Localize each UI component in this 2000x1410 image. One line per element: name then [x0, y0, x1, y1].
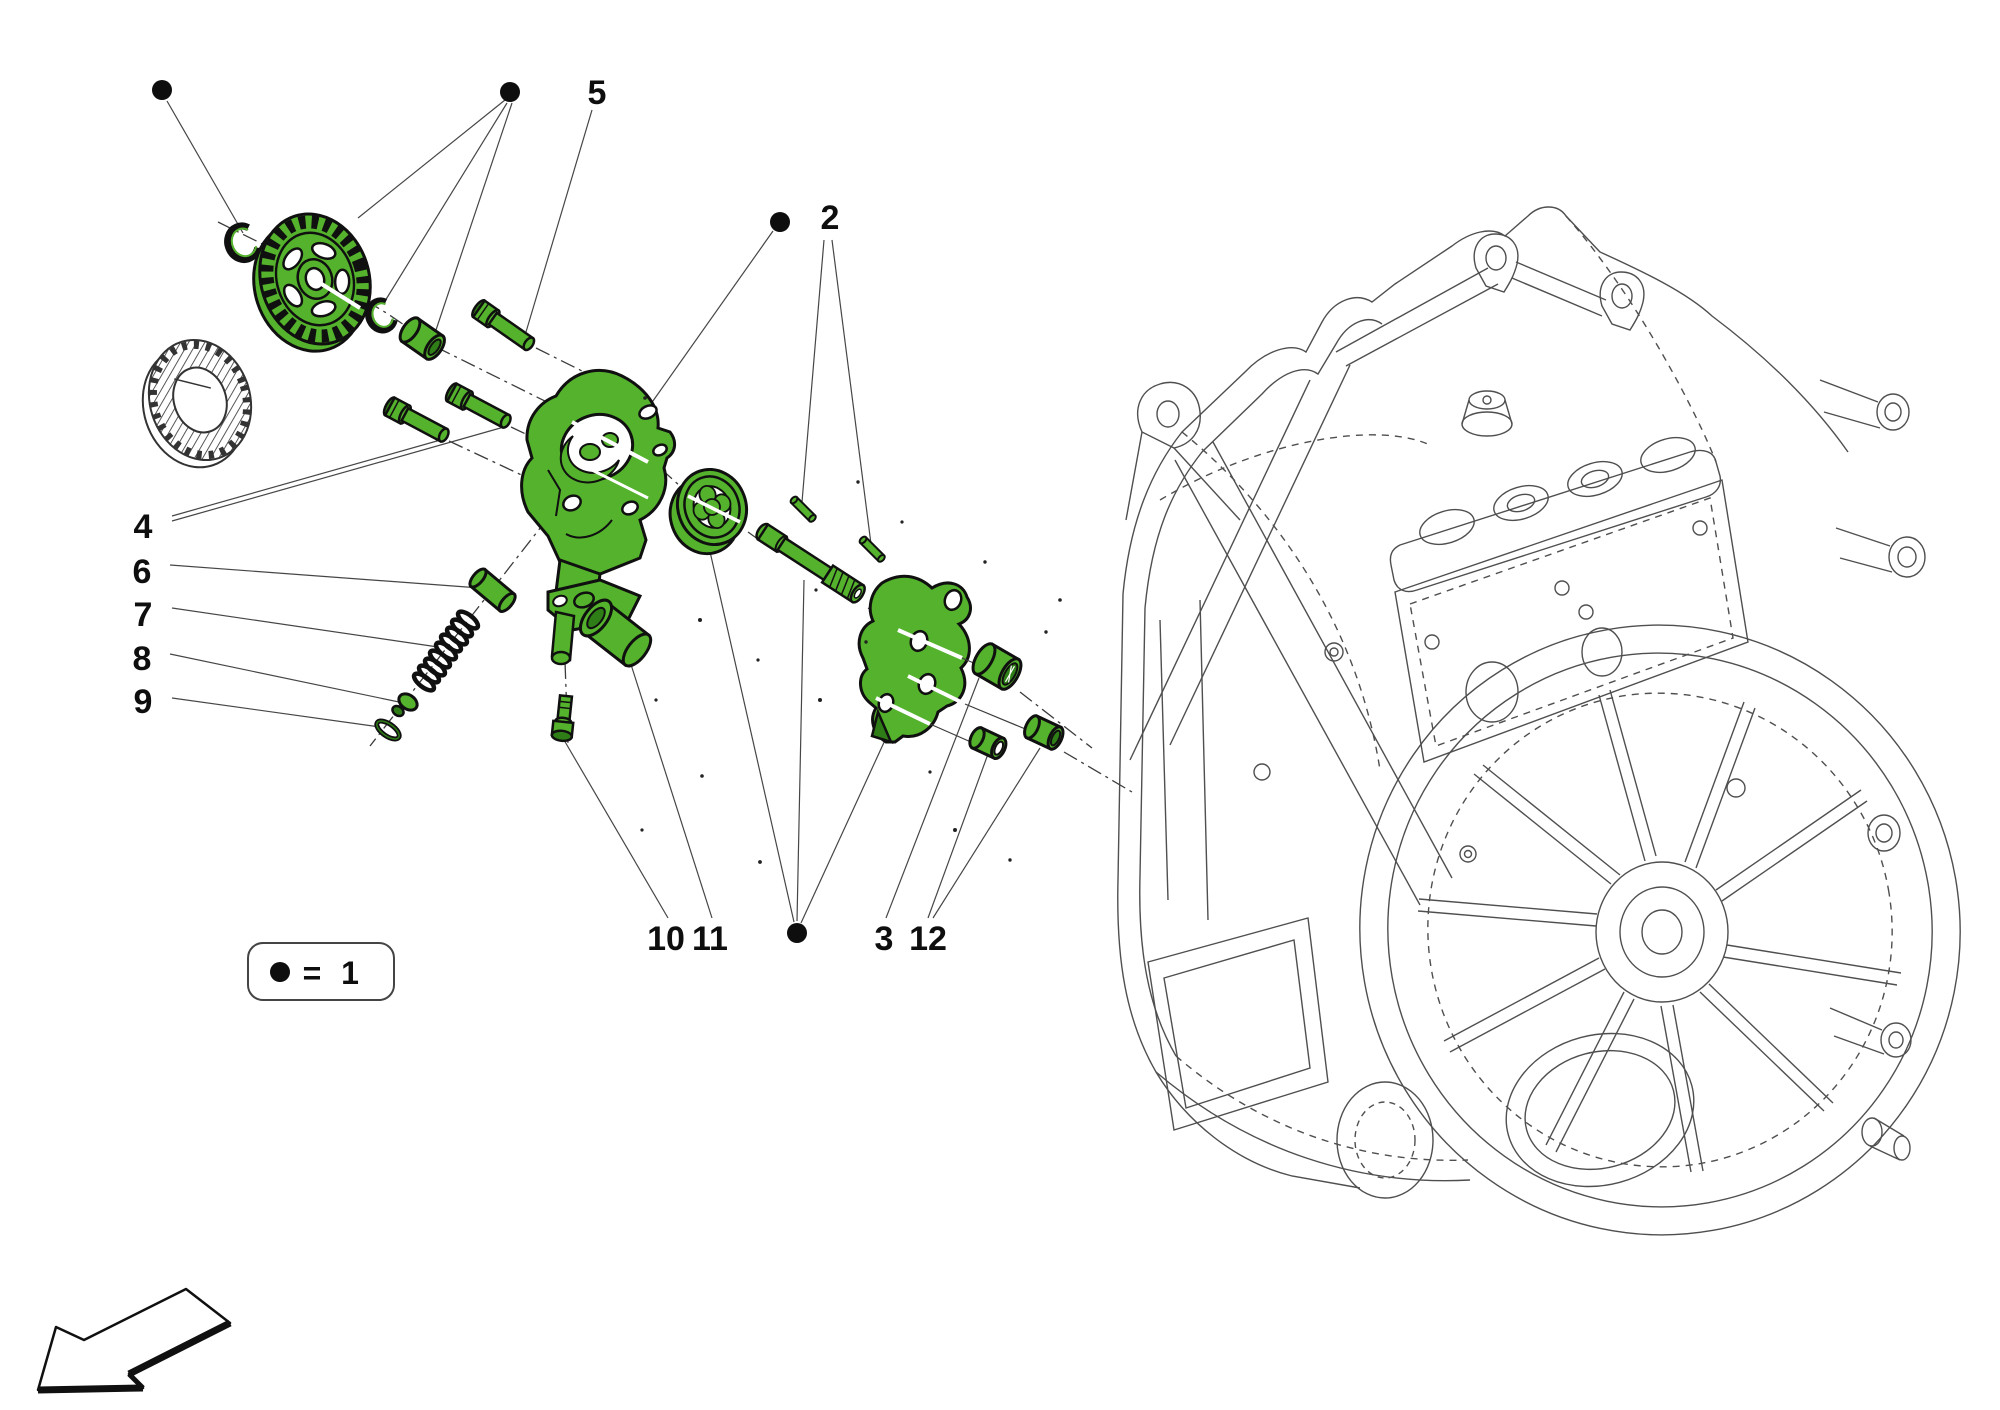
retaining-screw — [550, 693, 575, 743]
seal-ring — [374, 718, 402, 742]
bushing-small-b — [1023, 714, 1065, 751]
relief-valve — [391, 692, 419, 718]
relief-spring — [411, 609, 481, 693]
rotor-axis-highlight — [687, 494, 741, 524]
cap-screw-4b — [444, 381, 512, 429]
callout-7: 7 — [134, 596, 153, 634]
callout-dot-top-mid — [500, 82, 520, 102]
callout-3: 3 — [875, 920, 894, 958]
callout-8: 8 — [133, 640, 152, 678]
spacer-roller — [398, 316, 446, 361]
dowel-pin-a — [789, 495, 817, 523]
bushing-large — [971, 642, 1023, 691]
callout-11: 11 — [692, 920, 728, 958]
pump-rotor — [668, 467, 748, 556]
cap-screw-4a — [382, 395, 450, 443]
callout-12: 12 — [909, 920, 947, 958]
pump-cover-plate — [857, 574, 1036, 747]
dowel-pin-b — [858, 535, 886, 563]
callout-5: 5 — [588, 74, 607, 112]
drawing-speckles — [640, 396, 1062, 864]
leader-lines — [166, 99, 1041, 924]
callout-labels: 5 2 4 6 7 8 9 10 11 3 12 — [133, 74, 947, 958]
housing-spokes — [1417, 689, 1902, 1173]
snap-ring-inner — [365, 297, 398, 334]
legend-quantity: 1 — [341, 955, 359, 991]
callout-2: 2 — [821, 199, 840, 237]
cap-screw-5 — [471, 298, 536, 352]
callout-4: 4 — [134, 508, 153, 546]
relief-plug — [468, 567, 517, 613]
callout-dot-bottom — [787, 923, 807, 943]
callout-9: 9 — [134, 683, 153, 721]
legend-bullet-icon — [270, 962, 290, 982]
callout-6: 6 — [133, 553, 152, 591]
pump-shaft — [755, 522, 866, 604]
oil-pump-body — [520, 368, 676, 609]
drive-gear — [252, 212, 372, 353]
callout-dot-top-left — [152, 80, 172, 100]
reference-gear — [141, 338, 253, 469]
gearbox-housing — [1117, 206, 1961, 1236]
snap-ring-outer — [224, 222, 262, 263]
orientation-arrow-icon — [36, 1287, 232, 1394]
callout-dot-mid — [770, 212, 790, 232]
gear-axis-highlight — [318, 281, 362, 310]
roller-bracket — [546, 578, 653, 668]
legend-equals: = — [303, 955, 322, 991]
assembly-callout-dots — [152, 80, 807, 943]
bushing-small-a — [968, 726, 1008, 761]
callout-10: 10 — [647, 920, 685, 958]
legend-box: = 1 — [247, 942, 395, 1001]
